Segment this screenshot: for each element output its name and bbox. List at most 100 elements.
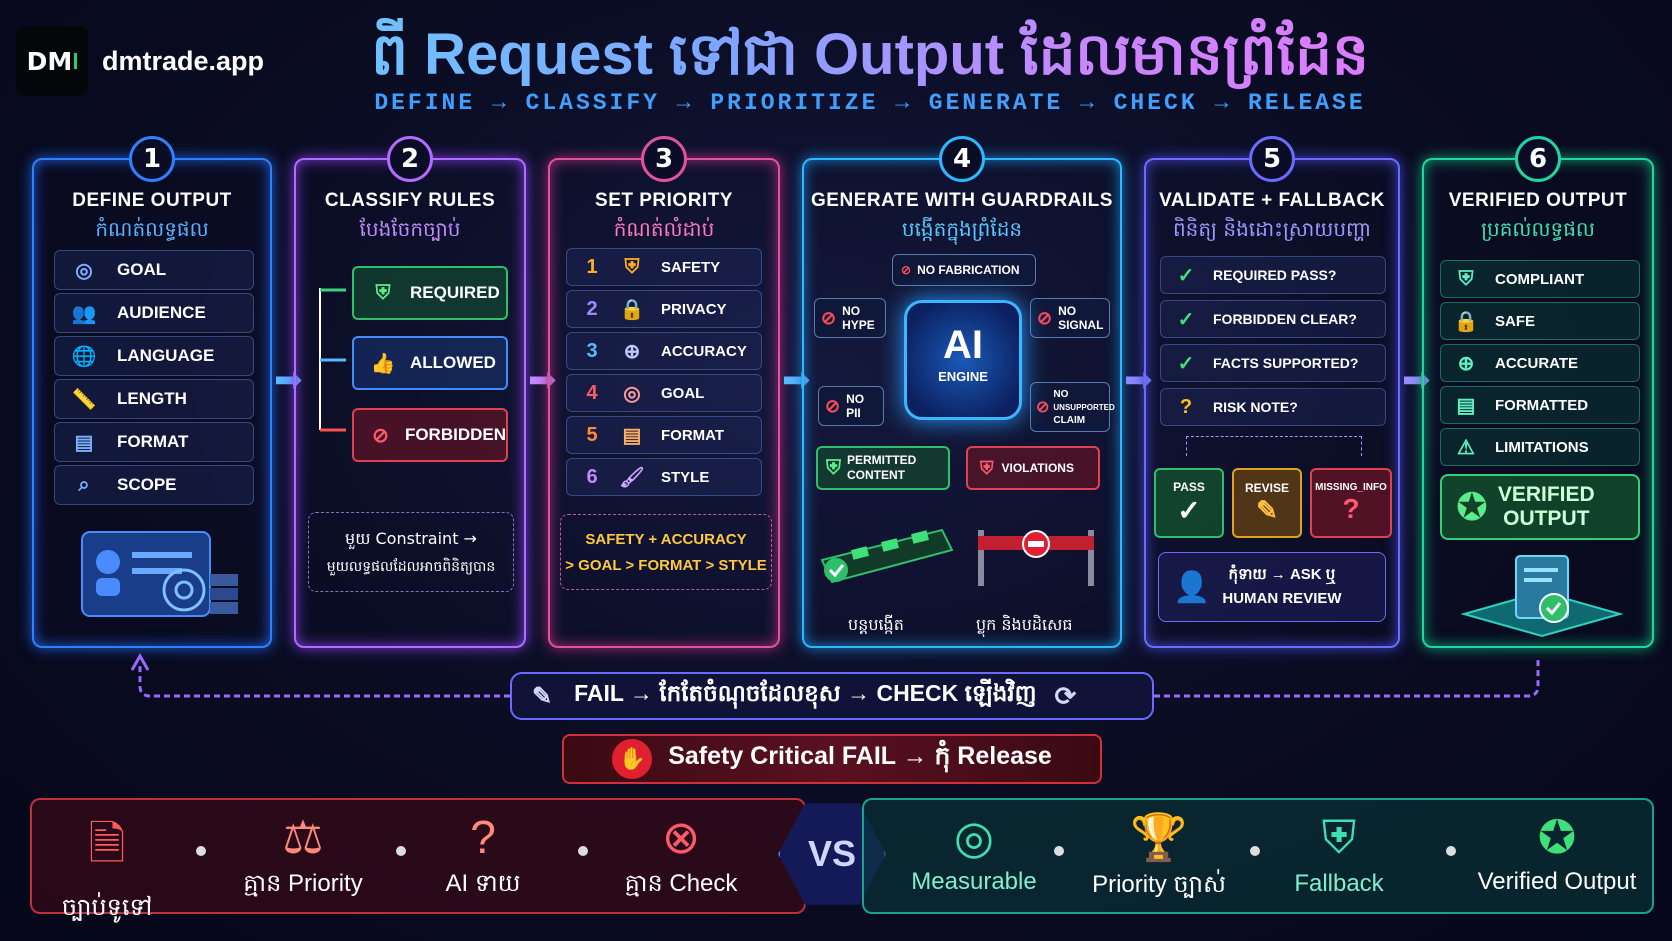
document-icon: ▤ xyxy=(74,431,94,454)
trophy-icon: 🏆 xyxy=(1130,811,1188,863)
safety-critical-banner: ✋ Safety Critical FAIL → កុំ Release xyxy=(562,734,1102,784)
edit-icon: ✎ xyxy=(532,682,553,710)
fail-loop-text: FAIL → កែតែចំណុចដែលខុស → CHECK ឡើងវិញ xyxy=(574,679,1037,706)
separator-dot xyxy=(1054,846,1064,856)
anti-pattern-item: ?AI ទាយ xyxy=(428,810,538,903)
priority-item: 4◎GOAL xyxy=(566,374,762,412)
flow-arrow: ➡ xyxy=(274,360,303,400)
priority-item: 1⛨SAFETY xyxy=(566,248,762,286)
check-circle-icon: ✓ xyxy=(1177,308,1195,331)
step-number-badge: 5 xyxy=(1249,136,1295,182)
users-icon: 👥 xyxy=(71,302,97,325)
card-title: DEFINE OUTPUT xyxy=(72,190,232,211)
rule-required: ⛨REQUIRED xyxy=(352,266,508,320)
card-title: SET PRIORITY xyxy=(595,190,733,211)
list-item: ▤FORMAT xyxy=(54,422,254,462)
flow-arrow: ➡ xyxy=(1402,360,1431,400)
ai-engine: AI ENGINE xyxy=(904,300,1022,420)
outcome-missing-info: MISSING_INFO? xyxy=(1310,468,1392,538)
list-item: 🌐LANGUAGE xyxy=(54,336,254,376)
list-icon: ▤ xyxy=(622,424,642,447)
brand-name: dmtrade.app xyxy=(102,45,265,76)
list-item: ◎GOAL xyxy=(54,250,254,290)
card-title: CLASSIFY RULES xyxy=(324,190,496,211)
step-card-set-priority: 3 SET PRIORITY កំណត់លំដាប់ 1⛨SAFETY 2🔒PR… xyxy=(548,136,780,648)
step-card-classify-rules: 2 CLASSIFY RULES បែងចែកច្បាប់ ⛨REQUIRED … xyxy=(294,136,526,648)
page-title: ពី Request ទៅជា Output ដែលមានព្រំដែន xyxy=(340,18,1400,103)
pipeline-steps: DEFINE → CLASSIFY → PRIORITIZE → GENERAT… xyxy=(374,90,1366,116)
check-item: ✓REQUIRED PASS? xyxy=(1160,256,1386,294)
output-block-label: ប្លុក និងបដិសេធ xyxy=(976,615,1073,634)
separator-dot xyxy=(578,846,588,856)
card-title: VERIFIED OUTPUT xyxy=(1448,190,1628,211)
shield-check-icon: ⛨ xyxy=(375,281,391,304)
thumbs-up-icon: 👍 xyxy=(370,352,396,375)
lock-icon: 🔒 xyxy=(619,298,645,321)
fail-loop-bar: ✎ FAIL → កែតែចំណុចដែលខុស → CHECK ឡើងវិញ … xyxy=(510,672,1154,720)
step-card-define-output: 1 DEFINE OUTPUT កំណត់លទ្ធផល ◎GOAL 👥AUDIE… xyxy=(32,136,272,648)
flow-arrow: ➡ xyxy=(782,360,811,400)
check-item: ?RISK NOTE? xyxy=(1160,388,1386,426)
step-number-badge: 3 xyxy=(641,136,687,182)
prohibited-icon: ⊘ xyxy=(1037,308,1053,328)
card-subtitle: កំណត់លទ្ធផល xyxy=(95,217,209,241)
ruler-icon: 📏 xyxy=(71,388,97,411)
brand: DM dmtrade.app xyxy=(16,26,264,96)
crosshair-icon: ⊕ xyxy=(1457,352,1475,375)
award-check-icon: ✪ xyxy=(1537,811,1577,863)
search-icon: ⌕ xyxy=(78,473,90,496)
document-verified-illustration xyxy=(1460,555,1624,638)
priority-item: 5▤FORMAT xyxy=(566,416,762,454)
crosshair-icon: ⊕ xyxy=(623,340,641,363)
check-icon: ✓ xyxy=(1177,494,1201,526)
head-question-icon: ? xyxy=(470,811,496,863)
target-icon: ◎ xyxy=(953,811,995,863)
refresh-icon: ⟳ xyxy=(1054,680,1077,711)
person-icon: 👤 xyxy=(1173,569,1211,605)
separator-dot xyxy=(1446,846,1456,856)
anti-pattern-item: ⊗គ្មាន Check xyxy=(606,810,756,903)
check-item: ✓FACTS SUPPORTED? xyxy=(1160,344,1386,382)
verified-item: 🔒SAFE xyxy=(1440,302,1640,340)
best-practice-item: ✪Verified Output xyxy=(1472,810,1642,896)
verified-item: ⚠LIMITATIONS xyxy=(1440,428,1640,466)
separator-dot xyxy=(1250,846,1260,856)
prohibited-icon: ⊘ xyxy=(825,396,841,416)
edit-icon: ✎ xyxy=(1256,494,1278,525)
rule-forbidden: ⊘FORBIDDEN xyxy=(352,408,508,462)
best-practice-panel: ◎Measurable 🏆Priority ច្បាស់ ⛨Fallback ✪… xyxy=(862,798,1654,914)
branch-connector xyxy=(319,288,346,432)
lock-icon: 🔒 xyxy=(1453,310,1479,333)
award-badge-icon: ✪ xyxy=(1456,485,1488,529)
question-circle-icon: ? xyxy=(1179,395,1193,418)
step-card-verified-output: 6 VERIFIED OUTPUT ប្រគល់លទ្ធផល ⛨COMPLIAN… xyxy=(1422,136,1654,648)
anti-pattern-panel: 🗎ច្បាប់ទូទៅ ⚖គ្មាន Priority ?AI ទាយ ⊗គ្ម… xyxy=(30,798,806,921)
step-card-generate-with-guardrails: 4 GENERATE WITH GUARDRAILS បង្កើតក្នុងព្… xyxy=(802,136,1122,648)
prohibited-icon: ⊘ xyxy=(1036,398,1050,416)
shield-check-icon: ⛨ xyxy=(826,456,841,479)
scales-icon: ⚖ xyxy=(282,811,324,863)
step-number-badge: 6 xyxy=(1515,136,1561,182)
prohibited-icon: ⊘ xyxy=(372,424,389,447)
outcome-revise: REVISE✎ xyxy=(1232,468,1302,538)
step-number-badge: 2 xyxy=(387,136,433,182)
prohibited-icon: ⊘ xyxy=(821,308,837,328)
card-subtitle: ប្រគល់លទ្ធផល xyxy=(1481,217,1595,241)
prohibited-icon: ⊘ xyxy=(901,263,912,277)
output-continue-label: បន្តបង្កើត xyxy=(848,615,904,634)
alert-shield-icon: ⛨ xyxy=(980,457,994,478)
verified-item: ▤FORMATTED xyxy=(1440,386,1640,424)
check-circle-icon: ✓ xyxy=(1177,352,1195,375)
list-item: ⌕SCOPE xyxy=(54,465,254,505)
priority-item: 2🔒PRIVACY xyxy=(566,290,762,328)
question-icon: ? xyxy=(1342,492,1360,524)
card-title: VALIDATE + FALLBACK xyxy=(1159,190,1385,211)
globe-icon: 🌐 xyxy=(71,345,97,368)
